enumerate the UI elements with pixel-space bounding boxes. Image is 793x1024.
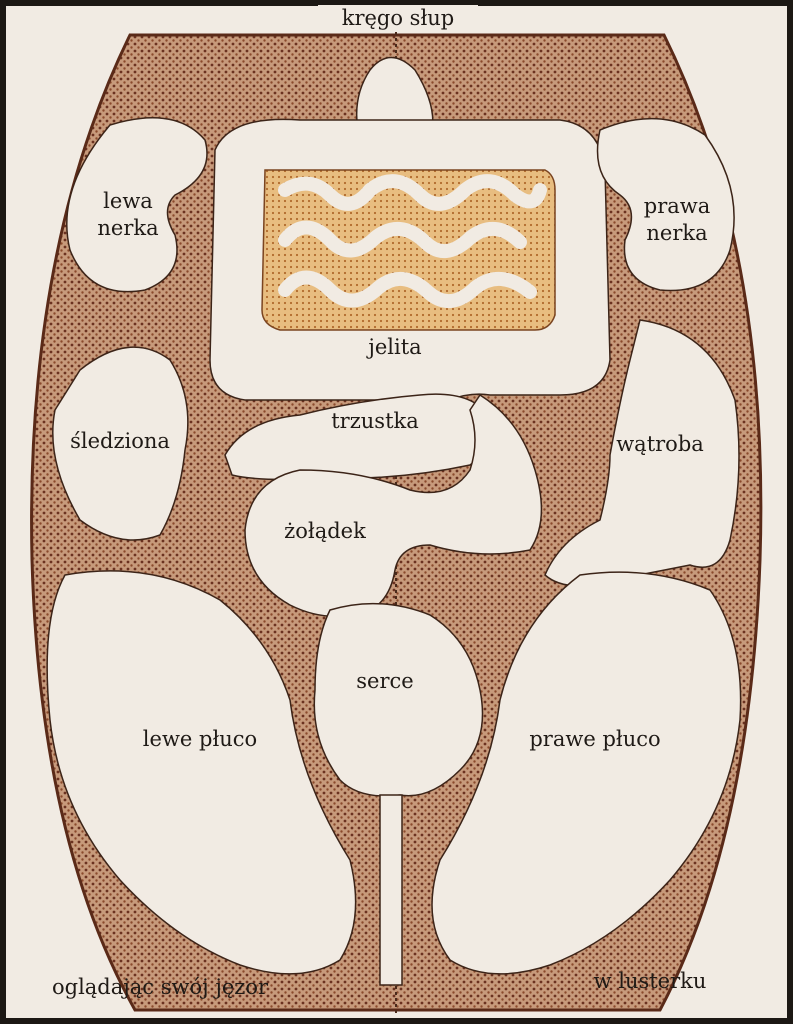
aorta-shape	[379, 794, 403, 986]
label-pancreas: trzustka	[331, 409, 419, 433]
label-liver: wątroba	[616, 432, 704, 456]
label-left-kidney-line1: lewa	[103, 189, 153, 213]
label-spine: kręgo słup	[318, 5, 478, 31]
label-right-kidney-line2: nerka	[646, 221, 708, 245]
heart-shape	[313, 602, 484, 797]
label-left-kidney: lewa nerka	[68, 188, 188, 242]
right-kidney-shape	[596, 117, 735, 292]
label-right-kidney: prawa nerka	[617, 193, 737, 247]
intestine-coils	[278, 174, 547, 308]
label-left-lung: lewe płuco	[142, 727, 258, 751]
label-heart: serce	[356, 669, 414, 693]
left-lung-shape	[46, 570, 357, 975]
label-stomach: żołądek	[284, 519, 366, 543]
spleen-shape	[52, 346, 189, 541]
label-spleen: śledziona	[70, 429, 170, 453]
left-kidney-shape	[66, 116, 208, 293]
label-intestines: jelita	[368, 335, 422, 359]
caption-bottom-right: w lusterku	[593, 969, 707, 993]
label-left-kidney-line2: nerka	[97, 216, 159, 240]
right-lung-shape	[431, 571, 742, 975]
label-right-lung: prawe płuco	[529, 727, 661, 751]
label-right-kidney-line1: prawa	[643, 194, 711, 218]
stomach-shape	[244, 393, 543, 618]
caption-bottom-left: oglądając swój jęzor	[51, 975, 269, 999]
